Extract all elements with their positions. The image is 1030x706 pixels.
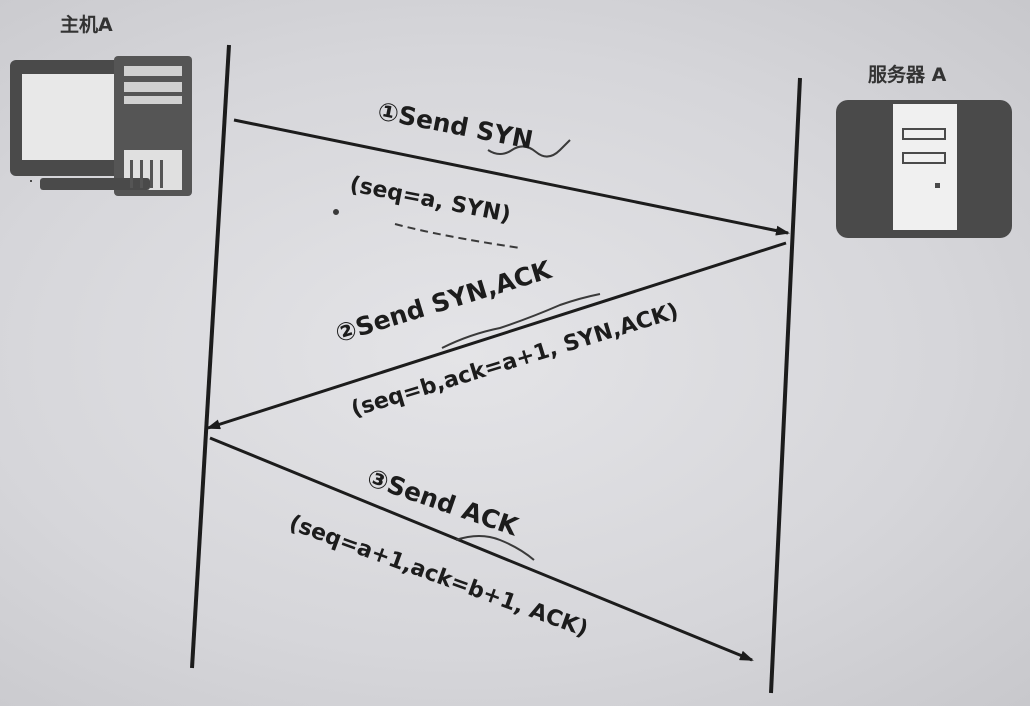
pen-annotations [333, 139, 601, 561]
host-timeline [190, 44, 231, 669]
desktop-computer-icon [10, 56, 192, 196]
host-label: 主机A [60, 14, 113, 36]
server-timeline [769, 77, 802, 694]
syn-ack-arrow [206, 241, 787, 430]
ack-arrow [209, 436, 754, 662]
server-tower-icon [836, 100, 1012, 238]
syn-arrow [233, 118, 790, 236]
server-label: 服务器 A [868, 64, 947, 86]
